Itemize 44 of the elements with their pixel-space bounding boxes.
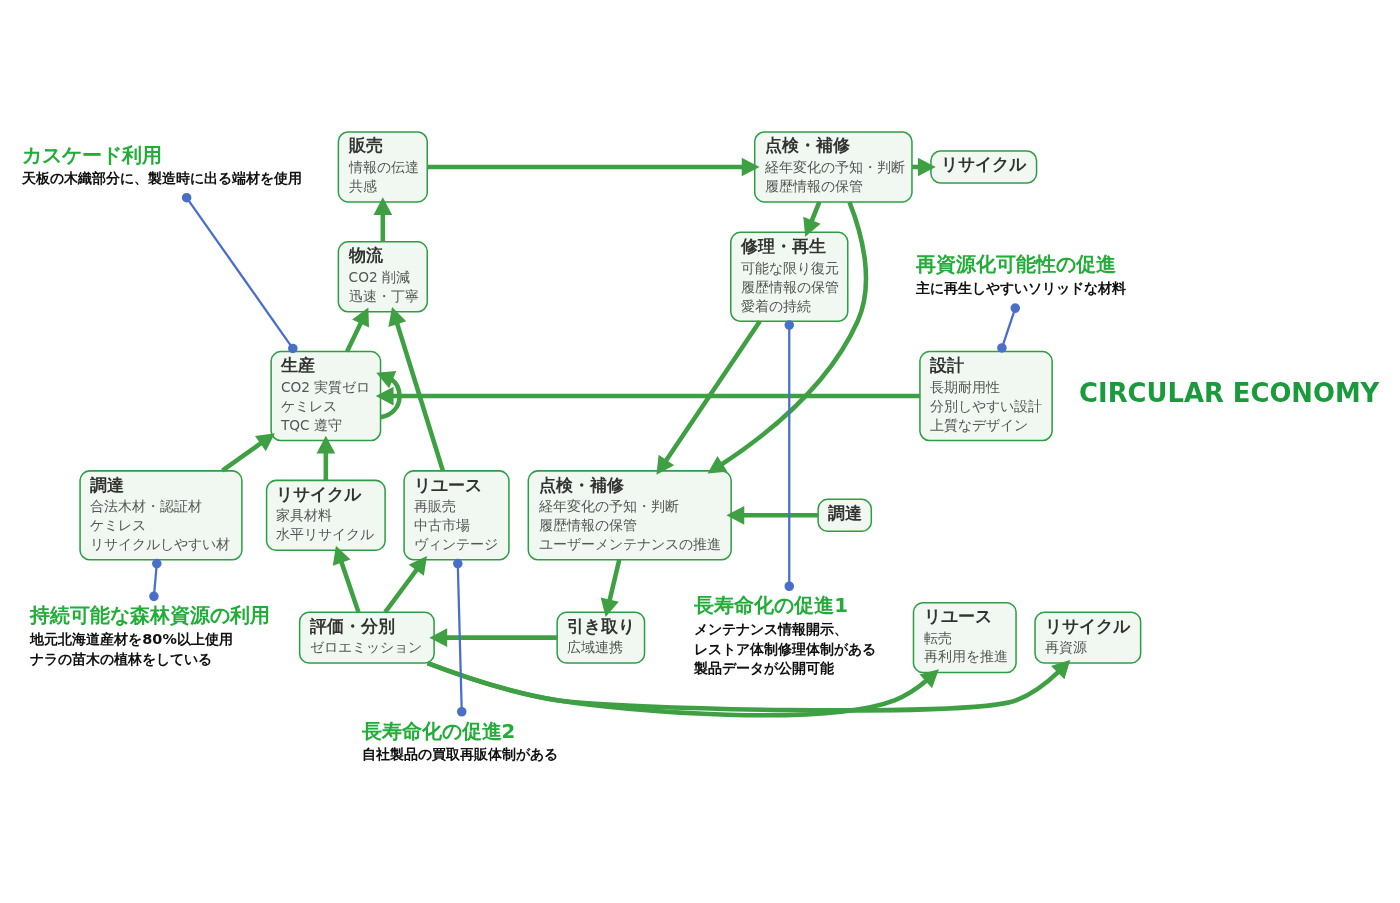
connector xyxy=(149,558,162,602)
node-box: 点検・補修 経年変化の予知・判断 履歴情報の保管 ユーザーメンテナンスの推進 xyxy=(527,470,732,561)
node-box: リサイクル xyxy=(930,150,1038,184)
connector xyxy=(181,192,298,354)
node-box: 引き取り 広域連携 xyxy=(556,611,646,664)
node-text: 持続可能な森林資源の利用 地元北海道産材を80%以上使用 ナラの苗木の植林をしている xyxy=(30,604,271,667)
arrow xyxy=(316,435,336,481)
node-box: 設計 長期耐用性 分別しやすい設計 上質なデザイン xyxy=(919,350,1053,442)
arrow xyxy=(803,201,822,237)
arrow xyxy=(332,545,361,613)
node-box: 評価・分別 ゼロエミッション xyxy=(298,611,435,664)
node-box: 修理・再生 可能な限り復元 履歴情報の保管 愛着の持続 xyxy=(730,231,849,322)
arrow xyxy=(383,555,427,614)
node-box: 調達 xyxy=(817,498,873,533)
node-box: リユース 再販売 中古市場 ヴィンテージ xyxy=(403,470,510,561)
arrow xyxy=(373,197,393,242)
arrow xyxy=(427,157,760,177)
connector xyxy=(453,558,467,717)
arrow xyxy=(376,371,402,420)
node-box: 点検・補修 経年変化の予知・判断 履歴情報の保管 xyxy=(753,131,913,203)
node-box: リサイクル 再資源 xyxy=(1034,611,1142,664)
arrow xyxy=(429,628,557,647)
arrow xyxy=(345,307,369,353)
connector xyxy=(784,320,795,592)
node-text: カスケード利用 天板の木織部分に、製造時に出る端材を使用 xyxy=(21,143,302,187)
node-text: 長寿命化の促進2 自社製品の買取再販体制がある xyxy=(361,719,558,763)
arrow xyxy=(726,505,818,525)
arrow xyxy=(375,386,920,406)
label: CIRCULAR ECONOMY xyxy=(1079,377,1380,408)
node-text: 再資源化可能性の促進 主に再生しやすいソリッドな材料 xyxy=(916,253,1127,296)
node-box: 生産 CO2 実質ゼロ ケミレス TQC 遵守 xyxy=(270,350,382,442)
node-box: 販売 情報の伝達 共感 xyxy=(337,131,428,203)
node-box: 物流 CO2 削減 迅速・丁寧 xyxy=(337,241,428,313)
node-box: 調達 合法木材・認証材 ケミレス リサイクルしやすい材 xyxy=(79,470,243,561)
arrow xyxy=(656,319,762,475)
arrow xyxy=(388,307,446,472)
node-text: 長寿命化の促進1 メンテナンス情報開示、 レストア体制修理体制がある 製品データが公開可能 xyxy=(694,594,877,677)
node-box: リユース 転売 再利用を推進 xyxy=(912,601,1017,674)
arrow xyxy=(221,433,275,473)
arrow xyxy=(600,559,622,617)
arrow xyxy=(426,659,1071,713)
node-box: リサイクル 家具材料 水平リサイクル xyxy=(265,479,386,551)
arrow xyxy=(707,201,869,474)
connector xyxy=(997,303,1021,353)
